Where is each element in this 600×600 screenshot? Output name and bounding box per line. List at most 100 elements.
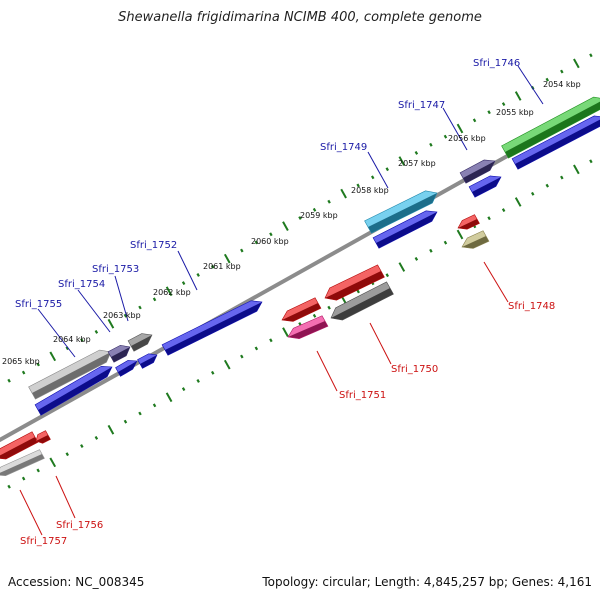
minor-tick — [240, 248, 244, 253]
minor-tick — [7, 378, 11, 383]
gene-label-reverse: Sfri_1751 — [339, 390, 386, 401]
leader-line — [77, 289, 111, 333]
minor-tick — [370, 175, 375, 180]
minor-tick — [545, 77, 550, 82]
minor-tick — [80, 444, 84, 448]
major-tick — [456, 123, 464, 134]
minor-tick — [196, 273, 200, 277]
feature-sfri-1755 — [28, 349, 112, 400]
minor-tick — [21, 476, 26, 481]
minor-tick — [327, 199, 331, 204]
major-tick — [456, 229, 464, 240]
minor-tick — [36, 468, 40, 473]
minor-tick — [196, 379, 200, 383]
minor-tick — [80, 338, 84, 342]
minor-tick — [94, 329, 99, 334]
major-tick — [49, 457, 57, 468]
minor-tick — [210, 264, 215, 269]
feature-sfri-1746 — [501, 96, 600, 159]
feature-sfri-1750 — [330, 281, 394, 321]
minor-tick — [487, 216, 491, 221]
gene-label-forward: Sfri_1753 — [92, 264, 139, 275]
minor-tick — [429, 142, 433, 147]
minor-tick — [21, 370, 26, 375]
feature-sfri-1750-b — [324, 264, 385, 301]
major-tick — [49, 351, 57, 362]
feature-sfri-1748-b — [457, 214, 480, 230]
leader-line — [367, 151, 389, 189]
major-tick — [514, 91, 522, 101]
scale-label: 2055 kbp — [496, 108, 534, 117]
minor-tick — [94, 435, 99, 440]
minor-tick — [414, 256, 419, 261]
major-tick — [573, 164, 580, 175]
leader-line — [442, 107, 468, 151]
minor-tick — [589, 159, 593, 164]
leader-line — [177, 250, 198, 291]
minor-tick — [429, 248, 433, 253]
minor-tick — [472, 118, 477, 123]
gene-label-forward: Sfri_1747 — [398, 100, 445, 111]
minor-tick — [501, 102, 506, 107]
gene-features — [0, 96, 600, 476]
minor-tick — [269, 338, 273, 343]
major-tick — [165, 286, 173, 297]
minor-tick — [240, 354, 244, 359]
minor-tick — [65, 346, 70, 351]
leader-line — [114, 275, 129, 322]
major-tick — [340, 188, 347, 199]
minor-tick — [414, 150, 419, 155]
minor-tick — [560, 175, 564, 180]
minor-tick — [312, 313, 317, 318]
minor-tick — [36, 362, 40, 367]
scale-label: 2057 kbp — [398, 159, 436, 168]
feature-sfri-1749 — [364, 190, 438, 234]
feature-sfri-1752 — [161, 300, 263, 356]
minor-tick — [298, 216, 302, 220]
minor-tick — [152, 297, 157, 302]
gene-label-forward: Sfri_1754 — [58, 279, 105, 290]
feature-sfri-1754-b — [107, 344, 131, 363]
gene-label-reverse: Sfri_1748 — [508, 301, 555, 312]
feature-sfri-1755-a — [34, 365, 113, 416]
minor-tick — [269, 232, 273, 237]
gene-label-reverse: Sfri_1750 — [391, 364, 438, 375]
feature-sfri-1751-b — [281, 297, 322, 322]
scale-label: 2065 kbp — [2, 357, 40, 366]
scale-label: 2063 kbp — [103, 311, 141, 320]
minor-tick — [385, 273, 390, 278]
gene-label-forward: Sfri_1749 — [320, 142, 367, 153]
minor-tick — [589, 53, 593, 58]
major-tick — [223, 253, 231, 264]
gene-label-forward: Sfri_1752 — [130, 240, 177, 251]
major-tick — [282, 221, 289, 231]
major-tick — [398, 156, 406, 166]
feature-sfri-1747-a — [468, 175, 502, 198]
scale-label: 2062 kbp — [153, 288, 191, 297]
minor-tick — [181, 281, 186, 286]
minor-tick — [7, 484, 11, 489]
major-tick — [107, 318, 115, 329]
minor-tick — [123, 313, 128, 318]
minor-tick — [385, 167, 390, 172]
major-tick — [107, 424, 115, 435]
minor-tick — [356, 183, 360, 188]
map-title: Shewanella frigidimarina NCIMB 400, comp… — [118, 10, 482, 25]
gene-label-forward: Sfri_1755 — [15, 299, 62, 310]
feature-sfri-1753 — [137, 353, 158, 369]
feature-sfri-1747 — [459, 159, 496, 184]
minor-tick — [327, 305, 331, 310]
feature-sfri-1754 — [115, 360, 138, 377]
minor-tick — [530, 191, 535, 196]
minor-tick — [545, 183, 550, 188]
scale-label: 2056 kbp — [448, 134, 486, 143]
leader-line — [316, 350, 338, 392]
label-leaders — [19, 65, 544, 536]
minor-tick — [443, 240, 448, 245]
scale-label: 2059 kbp — [300, 211, 338, 220]
minor-tick — [254, 240, 259, 245]
scale-label: 2058 kbp — [351, 186, 389, 195]
feature-sfri-1751 — [287, 315, 329, 339]
scale-label: 2064 kbp — [53, 335, 91, 344]
